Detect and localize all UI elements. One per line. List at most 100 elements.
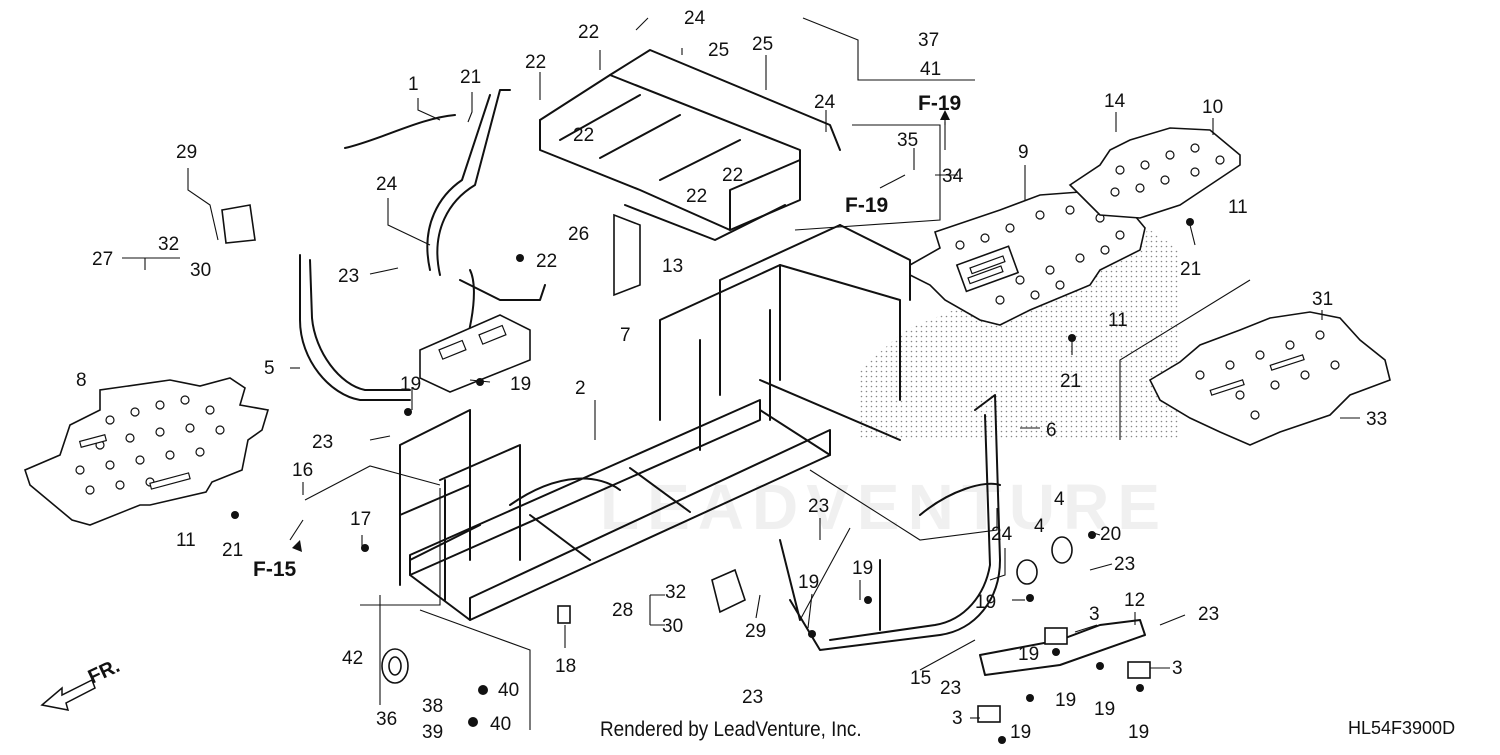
callout-number[interactable]: 27 [92, 249, 113, 270]
callout-number[interactable]: 19 [1018, 644, 1039, 665]
callout-number[interactable]: 16 [292, 460, 313, 481]
grommet [1016, 559, 1038, 585]
callout-number[interactable]: 23 [338, 266, 359, 287]
callout-number[interactable]: 28 [612, 600, 633, 621]
callout-number[interactable]: 22 [536, 251, 557, 272]
callout-number[interactable]: 30 [662, 616, 683, 637]
roll-cage-right [779, 394, 1001, 651]
callout-number[interactable]: 25 [708, 40, 729, 61]
floor-plate-front [24, 377, 270, 526]
callout-number[interactable]: 19 [975, 592, 996, 613]
callout-number[interactable]: 22 [573, 125, 594, 146]
callout-number[interactable]: 6 [1046, 420, 1057, 441]
ref-f15[interactable]: F-15 [253, 558, 297, 581]
gusset-7 [613, 213, 641, 297]
callout-number[interactable]: 39 [422, 722, 443, 743]
callout-number[interactable]: 19 [852, 558, 873, 579]
callout-number[interactable]: 19 [1128, 722, 1149, 743]
callout-number[interactable]: 8 [76, 370, 87, 391]
callout-number[interactable]: 41 [920, 59, 941, 80]
callout-number[interactable]: 23 [940, 678, 961, 699]
callout-number[interactable]: 29 [176, 142, 197, 163]
callout-number[interactable]: 19 [1055, 690, 1076, 711]
callout-number[interactable]: 42 [342, 648, 363, 669]
callout-number[interactable]: 24 [376, 174, 398, 195]
ref-f19-top[interactable]: F-19 [918, 92, 961, 115]
seat-bracket [419, 314, 531, 393]
callout-number[interactable]: 32 [665, 582, 686, 603]
callout-number[interactable]: 19 [510, 374, 531, 395]
callout-number[interactable]: 40 [498, 680, 519, 701]
callout-number[interactable]: 24 [684, 8, 706, 29]
arrow-up-icon [940, 110, 950, 120]
ref-f19-mid[interactable]: F-19 [845, 194, 888, 217]
callout-number[interactable]: 31 [1312, 289, 1333, 310]
callout-number[interactable]: 23 [1114, 554, 1135, 575]
callout-number[interactable]: 21 [1060, 371, 1081, 392]
callout-number[interactable]: 18 [555, 656, 576, 677]
callout-number[interactable]: 34 [942, 166, 964, 187]
callout-number[interactable]: 5 [264, 358, 275, 379]
callout-number[interactable]: 40 [490, 714, 511, 735]
callout-number[interactable]: 33 [1366, 409, 1387, 430]
callout-number[interactable]: 4 [1054, 489, 1065, 510]
callout-number[interactable]: 11 [1228, 197, 1248, 218]
mount-block [1127, 661, 1151, 679]
callout-number[interactable]: 36 [376, 709, 397, 730]
callout-number[interactable]: 12 [1124, 590, 1145, 611]
callout-number[interactable]: 1 [408, 74, 419, 95]
callout-number[interactable]: 19 [798, 572, 819, 593]
callout-number[interactable]: 26 [568, 224, 589, 245]
leader-lines [122, 17, 1360, 730]
callout-number[interactable]: 10 [1202, 97, 1223, 118]
callout-number[interactable]: 24 [814, 92, 836, 113]
callout-number[interactable]: 22 [722, 165, 743, 186]
callout-number[interactable]: 13 [662, 256, 683, 277]
callout-number[interactable]: 19 [1094, 699, 1115, 720]
callout-number[interactable]: 23 [808, 496, 829, 517]
callout-number[interactable]: 3 [952, 708, 963, 729]
callout-number[interactable]: 23 [742, 687, 763, 708]
arrow-down-icon [292, 540, 302, 552]
callout-number[interactable]: 30 [190, 260, 211, 281]
callout-number[interactable]: 22 [525, 52, 546, 73]
footer-credit: Rendered by LeadVenture, Inc. [600, 718, 862, 741]
callout-number[interactable]: 19 [400, 374, 421, 395]
callout-number[interactable]: 24 [991, 524, 1013, 545]
callout-number[interactable]: 35 [897, 130, 918, 151]
callout-number[interactable]: 20 [1100, 524, 1121, 545]
callout-number[interactable]: 23 [312, 432, 333, 453]
callout-number[interactable]: 19 [1010, 722, 1031, 743]
callout-number[interactable]: 22 [578, 22, 599, 43]
callout-number[interactable]: 2 [575, 378, 586, 399]
callout-number[interactable]: 21 [222, 540, 243, 561]
callout-number[interactable]: 29 [745, 621, 766, 642]
callout-number[interactable]: 17 [350, 509, 371, 530]
roll-cage-left [299, 89, 546, 401]
callout-number[interactable]: 14 [1104, 91, 1126, 112]
callout-number[interactable]: 9 [1018, 142, 1029, 163]
callout-number[interactable]: 32 [158, 234, 179, 255]
callout-number[interactable]: 3 [1089, 604, 1100, 625]
callout-number[interactable]: 4 [1034, 516, 1045, 537]
floor-plate-right [909, 191, 1146, 326]
callout-number[interactable]: 23 [1198, 604, 1219, 625]
callout-number[interactable]: 21 [1180, 259, 1201, 280]
plug-36-inner [388, 656, 402, 676]
callout-number[interactable]: 11 [176, 530, 196, 551]
spacer-18 [557, 605, 571, 624]
callout-number[interactable]: 38 [422, 696, 443, 717]
callout-number[interactable]: 21 [460, 67, 481, 88]
callout-number[interactable]: 37 [918, 30, 939, 51]
plate-32-left [221, 204, 256, 244]
callout-number[interactable]: 7 [620, 325, 631, 346]
callout-number[interactable]: 3 [1172, 658, 1183, 679]
callout-number[interactable]: 25 [752, 34, 773, 55]
shaded-area [860, 230, 1180, 440]
callout-number[interactable]: 11 [1108, 310, 1128, 331]
tube-1 [344, 114, 456, 149]
callout-number[interactable]: 22 [686, 186, 707, 207]
callout-number[interactable]: 15 [910, 668, 931, 689]
